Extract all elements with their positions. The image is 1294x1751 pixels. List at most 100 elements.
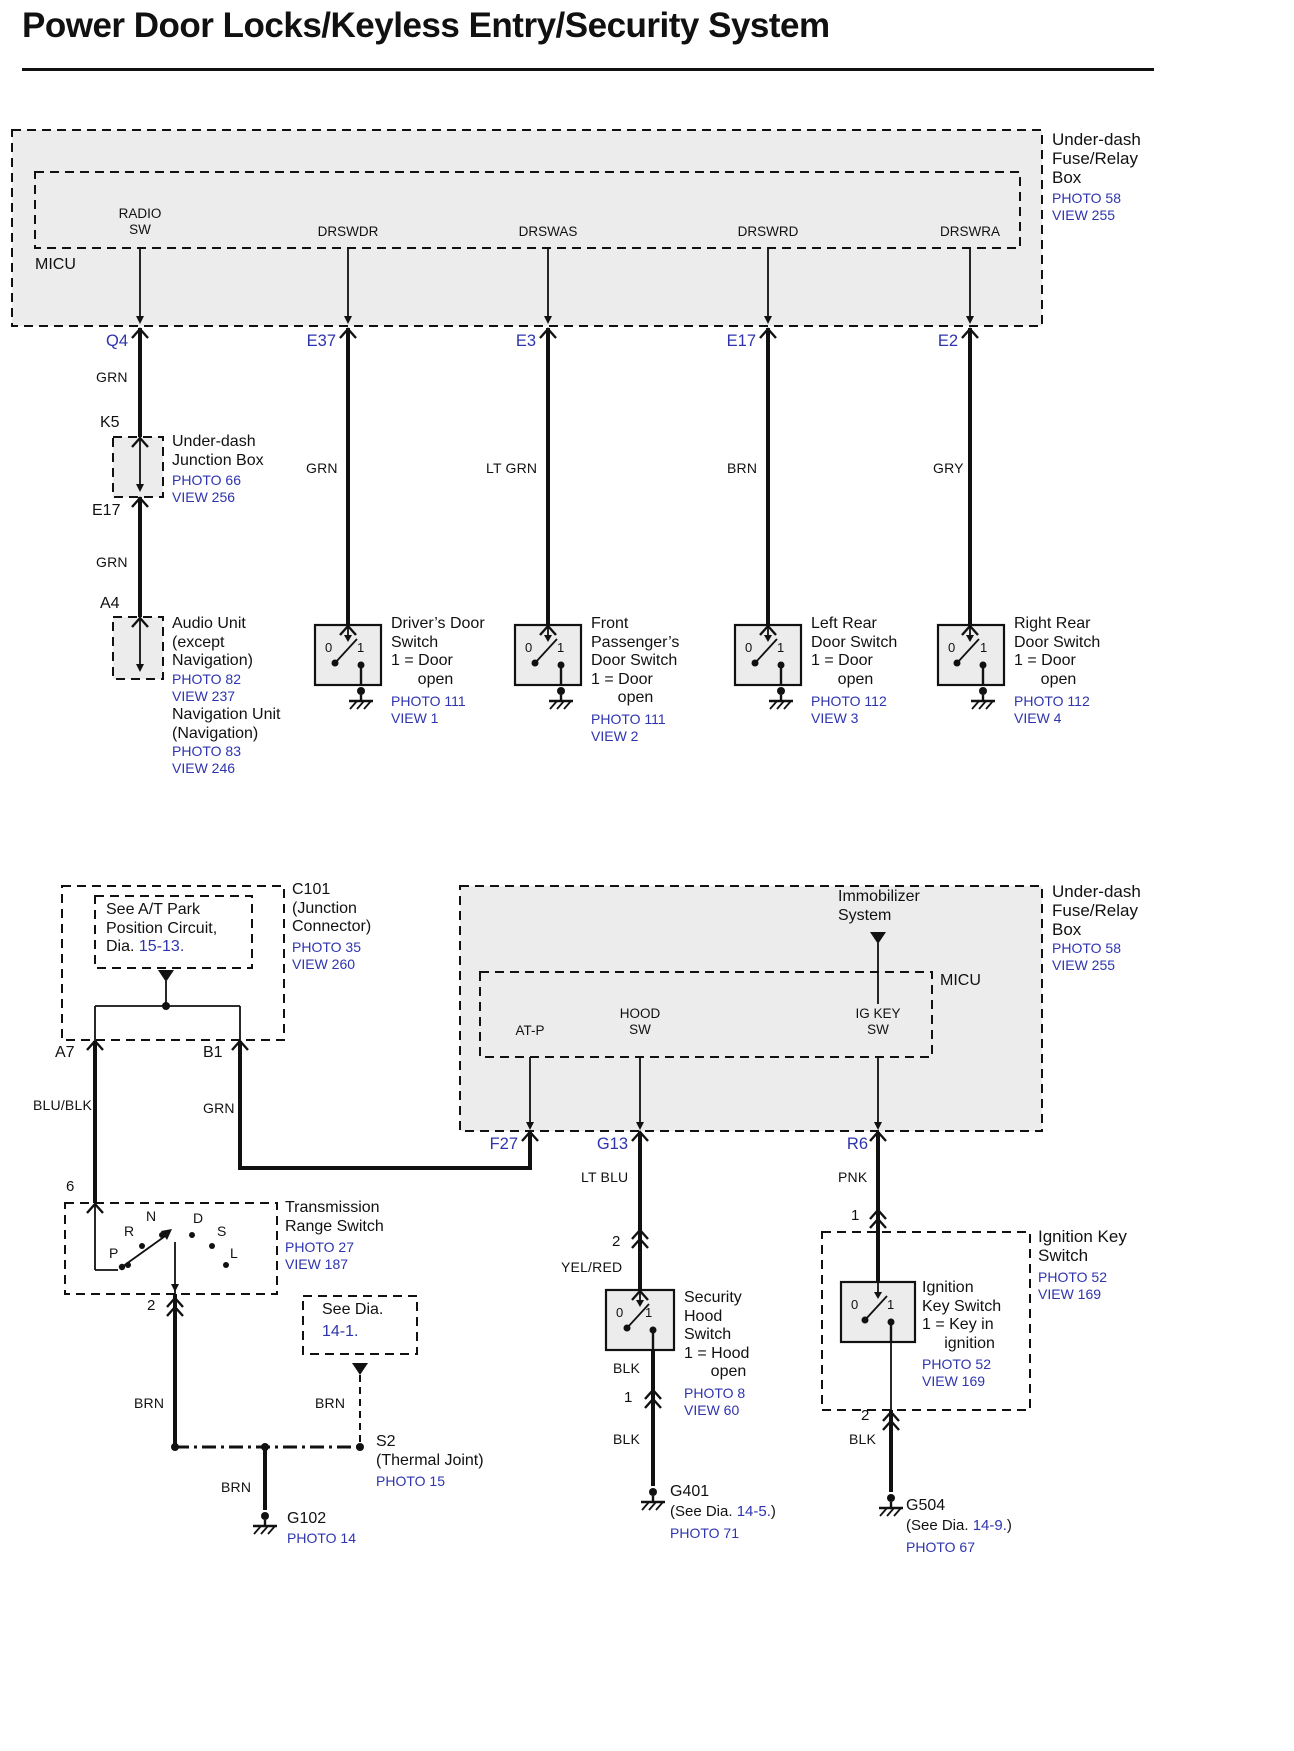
transmission-ground-run xyxy=(165,1294,364,1536)
hood-switch-pos1: 1 xyxy=(645,1305,653,1320)
range-pos-l: L xyxy=(230,1245,238,1261)
ignition-outer-photo-ref: PHOTO 52 xyxy=(1038,1269,1107,1285)
g401-label: G401 xyxy=(670,1483,710,1500)
range-pos-p: P xyxy=(109,1245,119,1261)
micu-label-bottom: MICU xyxy=(940,972,981,989)
see-dia-14-1-box-outline xyxy=(302,1295,418,1375)
g504-see-post: ) xyxy=(1006,1517,1012,1534)
range-pos-d: D xyxy=(193,1210,204,1226)
junction-photo-ref: PHOTO 66 xyxy=(172,472,241,488)
pin-e2: E2 xyxy=(937,332,958,350)
driver-switch-pos0: 0 xyxy=(325,640,333,655)
wire-color-s2-brn: BRN xyxy=(315,1395,346,1411)
range-pos-s: S xyxy=(217,1223,227,1239)
wire-color-b1-grn: GRN xyxy=(203,1100,235,1116)
hood-switch-pos0: 0 xyxy=(616,1305,624,1320)
rightrear-switch-pos0: 0 xyxy=(948,640,956,655)
passenger-photo-ref: PHOTO 111 xyxy=(591,711,666,727)
pin-e17-junction: E17 xyxy=(92,502,121,519)
wire-color-hood-blk2: BLK xyxy=(613,1431,641,1447)
audio-view-ref: VIEW 237 xyxy=(172,688,236,704)
see-dia-ref: 14-1. xyxy=(322,1323,359,1340)
s2-photo-ref: PHOTO 15 xyxy=(376,1473,445,1489)
s2-thermal-joint-label: S2 (Thermal Joint) xyxy=(376,1433,484,1469)
pin-e3: E3 xyxy=(515,332,536,350)
fusebox-bottom-view-ref: VIEW 255 xyxy=(1052,957,1116,973)
terminal-drswas: DRSWAS xyxy=(518,224,578,239)
leftrear-switch-pos0: 0 xyxy=(745,640,753,655)
wire-color-hood-blk1: BLK xyxy=(613,1360,641,1376)
g504-see-ref: 14-9. xyxy=(972,1517,1007,1534)
transmission-range-switch-outline xyxy=(64,1202,278,1295)
passenger-view-ref: VIEW 2 xyxy=(591,728,639,744)
ignition-inner-photo-ref: PHOTO 52 xyxy=(922,1356,991,1372)
rightrear-view-ref: VIEW 4 xyxy=(1014,710,1062,726)
g504-photo-ref: PHOTO 67 xyxy=(906,1539,975,1555)
wire-color-g13-ltblu: LT BLU xyxy=(581,1169,629,1185)
pin-number-6: 6 xyxy=(66,1178,75,1195)
pin-number-1-hood: 1 xyxy=(624,1389,633,1406)
at-park-dia-ref: 15-13. xyxy=(138,938,185,955)
pin-g13: G13 xyxy=(596,1135,628,1153)
ignition-outer-view-ref: VIEW 169 xyxy=(1038,1286,1102,1302)
pin-r6: R6 xyxy=(846,1135,868,1153)
fusebox-top-label: Under-dash Fuse/Relay Box xyxy=(1052,130,1141,187)
navigation-unit-label: Navigation Unit (Navigation) xyxy=(172,706,281,742)
wire-color-ignition-blk: BLK xyxy=(849,1431,877,1447)
terminal-ig-key-sw: IG KEY SW xyxy=(855,1006,901,1037)
audio-unit-box-outline xyxy=(112,616,164,680)
pin-a7: A7 xyxy=(55,1044,75,1061)
terminal-drswra: DRSWRA xyxy=(940,224,1000,239)
g401-see-pre: (See Dia. xyxy=(670,1503,737,1520)
g401-see-ref: 14-5. xyxy=(736,1503,771,1520)
fuse-relay-box-top-outline xyxy=(11,129,1043,327)
g401-photo-ref: PHOTO 71 xyxy=(670,1525,739,1541)
wire-color-r6-pnk: PNK xyxy=(838,1169,868,1185)
wire-color-e2-gry: GRY xyxy=(933,460,964,476)
at-park-note-text: See A/T Park Position Circuit, xyxy=(106,901,218,937)
wire-color-e17-grn: GRN xyxy=(96,554,128,570)
wire-color-a7-blublk: BLU/BLK xyxy=(33,1097,92,1113)
pin-e37: E37 xyxy=(306,332,336,350)
driver-switch-pos1: 1 xyxy=(357,640,365,655)
terminal-drswdr: DRSWDR xyxy=(317,224,379,239)
passenger-door-switch-label: Front Passenger’s Door Switch 1 = Door o… xyxy=(591,615,680,706)
driver-door-switch-label: Driver’s Door Switch 1 = Door open xyxy=(391,615,485,688)
leftrear-door-switch-label: Left Rear Door Switch 1 = Door open xyxy=(811,615,898,688)
front-passenger-door-switch-symbol xyxy=(513,623,583,711)
g401-see-post: ) xyxy=(770,1503,776,1520)
c101-view-ref: VIEW 260 xyxy=(292,956,356,972)
leftrear-switch-pos1: 1 xyxy=(777,640,785,655)
terminal-drswrd: DRSWRD xyxy=(737,224,799,239)
leftrear-photo-ref: PHOTO 112 xyxy=(811,693,887,709)
r6-ignition-key-branch xyxy=(821,1132,1031,1518)
micu-label-top: MICU xyxy=(35,256,76,273)
c101-photo-ref: PHOTO 35 xyxy=(292,939,361,955)
rightrear-door-switch-label: Right Rear Door Switch 1 = Door open xyxy=(1014,615,1101,688)
passenger-switch-pos1: 1 xyxy=(557,640,565,655)
wire-color-e37-grn: GRN xyxy=(306,460,338,476)
immobilizer-system-label: Immobilizer System xyxy=(838,888,920,924)
at-park-dia-label: Dia. xyxy=(106,938,139,955)
terminal-hood-sw: HOOD SW xyxy=(619,1006,661,1037)
a7-b1-f27-wires xyxy=(93,1041,532,1203)
driver-door-switch-symbol xyxy=(313,623,383,711)
leftrear-view-ref: VIEW 3 xyxy=(811,710,859,726)
range-pos-r: R xyxy=(124,1223,135,1239)
audio-unit-label: Audio Unit (except Navigation) xyxy=(172,615,253,669)
at-park-junction-connector-outline xyxy=(61,885,285,1052)
ignition-inner-view-ref: VIEW 169 xyxy=(922,1373,986,1389)
driver-photo-ref: PHOTO 111 xyxy=(391,693,466,709)
junction-view-ref: VIEW 256 xyxy=(172,489,236,505)
at-park-circuit-note: See A/T Park Position Circuit, Dia. 15-1… xyxy=(106,901,217,957)
transmission-range-switch-label: Transmission Range Switch xyxy=(285,1199,384,1235)
title-rule xyxy=(22,68,1154,71)
g504-see-pre: (See Dia. xyxy=(906,1517,973,1534)
g102-photo-ref: PHOTO 14 xyxy=(287,1530,356,1546)
ignition-switch-pos1: 1 xyxy=(887,1297,895,1312)
rightrear-switch-pos1: 1 xyxy=(980,640,988,655)
underdash-junction-box-outline xyxy=(112,436,164,509)
wire-color-tr-brn: BRN xyxy=(134,1395,165,1411)
terminal-atp: AT-P xyxy=(515,1023,545,1038)
g504-label: G504 xyxy=(906,1497,946,1514)
